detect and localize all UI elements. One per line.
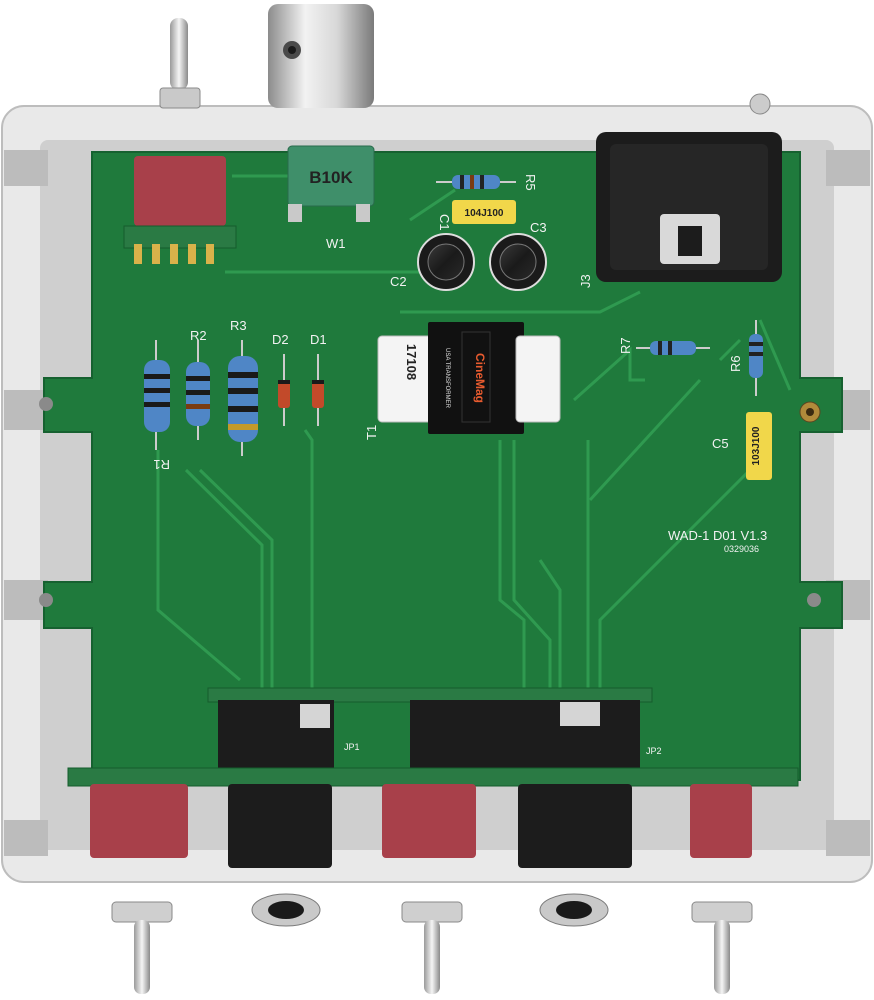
transformer-number: 17108 <box>404 344 419 380</box>
label-c1: C1 <box>437 214 452 231</box>
potentiometer-w1: B10K W1 <box>287 145 375 251</box>
cap-c5-marking: 103J100 <box>751 426 762 465</box>
label-c3: C3 <box>530 220 547 235</box>
top-right-screw <box>749 93 771 115</box>
label-d1: D1 <box>310 332 327 347</box>
label-r3: R3 <box>230 318 247 333</box>
bottom-toggle-right[interactable] <box>691 901 753 994</box>
capacitor-c3: C3 <box>489 220 547 291</box>
resistor-r3: R3 <box>228 318 258 456</box>
capacitor-c2: C2 <box>390 233 475 291</box>
label-r6: R6 <box>728 355 743 372</box>
top-left-switch-body <box>123 156 237 264</box>
label-c5: C5 <box>712 436 729 451</box>
label-w1: W1 <box>326 236 346 251</box>
resistor-r2: R2 <box>186 328 210 440</box>
label-r7: R7 <box>618 337 633 354</box>
side-screws <box>39 397 821 607</box>
resistor-r5: R5 <box>436 174 538 191</box>
bottom-jack-left <box>251 893 321 927</box>
upper-jack-board: JP1 JP2 <box>207 687 662 774</box>
board-code: 0329036 <box>724 544 759 554</box>
bottom-toggle-center[interactable] <box>401 901 463 994</box>
label-r5: R5 <box>523 174 538 191</box>
bottom-toggle-left[interactable] <box>111 901 173 994</box>
transformer-sub: USA TRANSFORMER <box>444 348 450 409</box>
diode-d2: D2 <box>272 332 290 426</box>
label-d2: D2 <box>272 332 289 347</box>
resistor-r6: R6 <box>728 320 763 396</box>
transformer-t1: 17108 CineMag USA TRANSFORMER T1 <box>364 322 561 440</box>
board-name: WAD-1 D01 V1.3 <box>668 528 767 543</box>
label-t1: T1 <box>364 425 379 440</box>
transformer-brand: CineMag <box>473 353 487 403</box>
capacitor-c5: 103J100 C5 <box>712 412 772 480</box>
resistor-r7: R7 <box>618 337 710 355</box>
right-mount-screw <box>799 401 821 423</box>
xlr-jack-j3: J3 <box>578 132 782 288</box>
resistor-r1: R1 <box>144 340 170 472</box>
label-j3: J3 <box>578 274 593 288</box>
board-identifier: WAD-1 D01 V1.3 0329036 <box>668 528 767 554</box>
bottom-jack-right <box>539 893 609 927</box>
cap-top-marking: 104J100 <box>465 208 504 219</box>
lower-jack-board <box>67 767 799 868</box>
main-pcb <box>43 151 843 781</box>
capacitor-c1: 104J100 C1 <box>437 200 516 231</box>
diode-d1: D1 <box>310 332 327 426</box>
label-r2: R2 <box>190 328 207 343</box>
label-r1: R1 <box>153 457 170 472</box>
label-jp1: JP1 <box>344 742 360 752</box>
potentiometer-marking: B10K <box>309 168 353 187</box>
label-jp2: JP2 <box>646 746 662 756</box>
label-c2: C2 <box>390 274 407 289</box>
volume-knob[interactable] <box>268 4 374 108</box>
top-toggle-switch[interactable] <box>159 18 201 109</box>
